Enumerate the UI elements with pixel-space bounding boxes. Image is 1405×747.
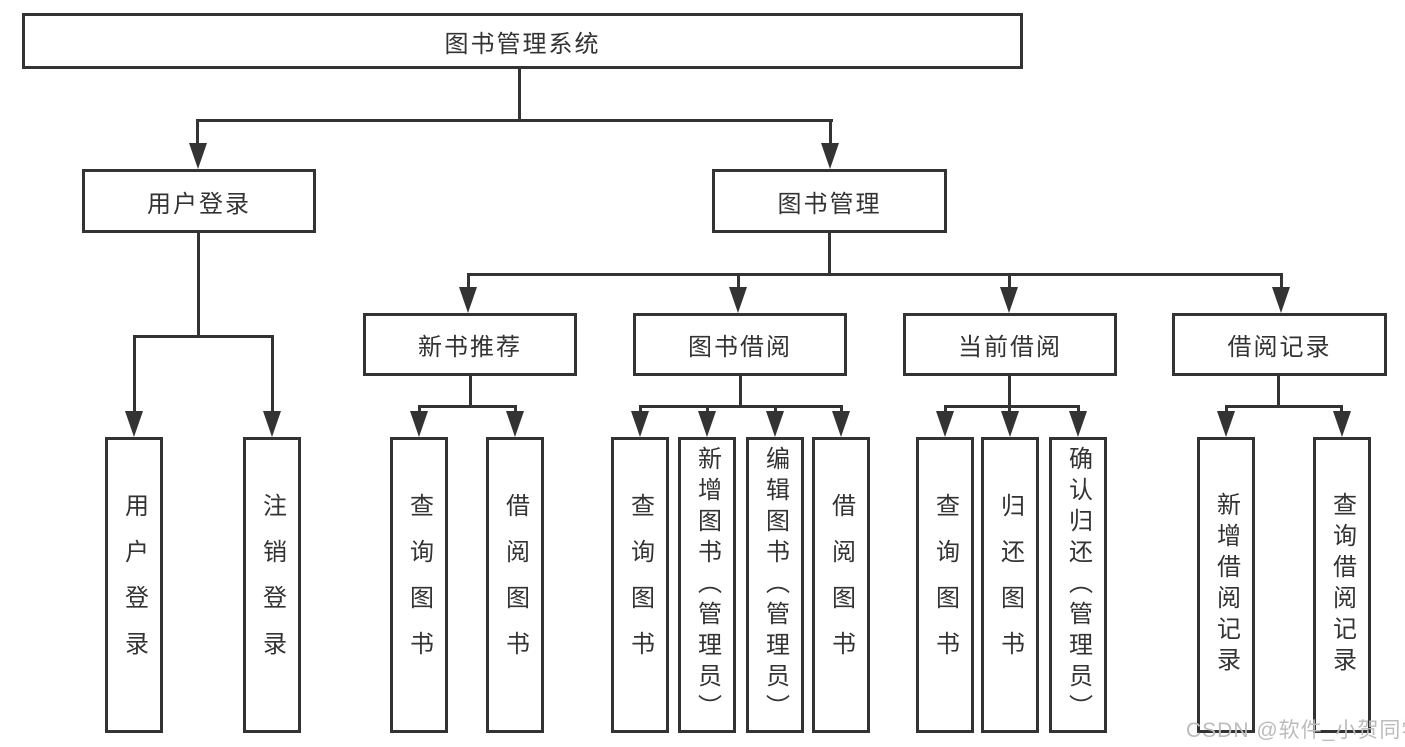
- node-label: 新增借阅记录: [1212, 492, 1240, 678]
- connector-bookborrow-rail: [639, 405, 843, 408]
- node-label: 用户登录: [147, 190, 251, 218]
- node-label: 查询图书: [626, 493, 654, 677]
- node-label: 确认归还（管理员）: [1064, 445, 1092, 725]
- node-leaf-borrow-add-admin: 新增图书（管理员）: [678, 437, 736, 733]
- node-current-borrow: 当前借阅: [903, 313, 1117, 376]
- node-label: 当前借阅: [958, 334, 1062, 361]
- node-label: 归还图书: [996, 493, 1024, 677]
- connector-borrowrecord-rail: [1225, 405, 1343, 408]
- node-label: 图书管理系统: [444, 30, 601, 58]
- connector-stem: [1280, 273, 1283, 290]
- connector-stem: [1008, 273, 1011, 290]
- connector-bookmgmt-rail: [467, 273, 1283, 276]
- node-label: 借阅图书: [501, 493, 529, 677]
- connector-stem: [196, 119, 199, 147]
- arrowhead-icon: [189, 143, 207, 169]
- node-label: 图书借阅: [688, 334, 792, 361]
- arrowhead-icon: [125, 411, 143, 437]
- node-book-management: 图书管理: [712, 169, 947, 233]
- arrowhead-icon: [821, 143, 839, 169]
- node-label: 新书推荐: [418, 334, 522, 361]
- connector-stem: [774, 405, 777, 414]
- csdn-watermark: CSDN @软件_小贺同学: [1186, 719, 1405, 742]
- connector-stem: [737, 273, 740, 290]
- arrowhead-icon: [698, 411, 716, 437]
- arrowhead-icon: [506, 411, 524, 437]
- connector-stem: [1077, 405, 1080, 414]
- node-leaf-current-query: 查询图书: [916, 437, 974, 733]
- connector-borrowrecord-stem: [1277, 376, 1280, 405]
- node-leaf-borrow-book: 借阅图书: [812, 437, 870, 733]
- connector-stem: [514, 405, 517, 414]
- arrowhead-icon: [832, 411, 850, 437]
- connector-root-stem: [518, 69, 521, 119]
- node-leaf-record-add: 新增借阅记录: [1197, 437, 1255, 733]
- node-leaf-current-confirm-admin: 确认归还（管理员）: [1049, 437, 1107, 733]
- node-leaf-user-login: 用户登录: [105, 437, 163, 733]
- arrowhead-icon: [1001, 411, 1019, 437]
- node-label: 用户登录: [120, 493, 148, 677]
- connector-stem: [639, 405, 642, 414]
- arrowhead-icon: [729, 287, 747, 313]
- connector-stem: [840, 405, 843, 414]
- node-label: 图书管理: [777, 190, 882, 218]
- connector-userlogin-stem: [197, 233, 200, 335]
- node-label: 借阅图书: [827, 493, 855, 677]
- node-leaf-current-return: 归还图书: [981, 437, 1039, 733]
- connector-stem: [467, 273, 470, 290]
- node-label: 编辑图书（管理员）: [761, 445, 789, 725]
- connector-bookmgmt-stem: [828, 233, 831, 273]
- node-new-book-recommend: 新书推荐: [363, 313, 577, 376]
- node-leaf-newbook-query: 查询图书: [390, 437, 448, 733]
- connector-stem: [133, 335, 136, 413]
- node-leaf-borrow-edit-admin: 编辑图书（管理员）: [746, 437, 804, 733]
- connector-bookborrow-stem: [739, 376, 742, 405]
- node-label: 查询借阅记录: [1328, 492, 1356, 678]
- node-library-management-system: 图书管理系统: [22, 13, 1023, 69]
- arrowhead-icon: [263, 411, 281, 437]
- node-label: 查询图书: [931, 493, 959, 677]
- node-label: 新增图书（管理员）: [693, 445, 721, 725]
- arrowhead-icon: [410, 411, 428, 437]
- arrowhead-icon: [631, 411, 649, 437]
- connector-newbook-rail: [418, 405, 517, 408]
- node-user-login-group: 用户登录: [82, 169, 316, 233]
- node-leaf-borrow-query: 查询图书: [611, 437, 669, 733]
- connector-currentborrow-rail: [944, 405, 1080, 408]
- arrowhead-icon: [1272, 287, 1290, 313]
- node-label: 注销登录: [258, 493, 286, 677]
- connector-stem: [418, 405, 421, 414]
- connector-stem: [271, 335, 274, 413]
- node-leaf-record-query: 查询借阅记录: [1313, 437, 1371, 733]
- connector-currentborrow-stem: [1008, 376, 1011, 405]
- connector-stem: [944, 405, 947, 414]
- arrowhead-icon: [766, 411, 784, 437]
- node-leaf-logout: 注销登录: [243, 437, 301, 733]
- node-label: 查询图书: [405, 493, 433, 677]
- node-leaf-newbook-borrow: 借阅图书: [486, 437, 544, 733]
- connector-newbook-stem: [469, 376, 472, 405]
- connector-stem: [706, 405, 709, 414]
- arrowhead-icon: [1333, 411, 1351, 437]
- connector-stem: [1225, 405, 1228, 414]
- arrowhead-icon: [936, 411, 954, 437]
- connector-userlogin-rail: [133, 335, 274, 338]
- node-book-borrow: 图书借阅: [633, 313, 847, 376]
- arrowhead-icon: [1000, 287, 1018, 313]
- arrowhead-icon: [1217, 411, 1235, 437]
- arrowhead-icon: [1069, 411, 1087, 437]
- node-label: 借阅记录: [1227, 334, 1332, 361]
- connector-stem: [1008, 405, 1011, 414]
- connector-stem: [1340, 405, 1343, 414]
- node-borrow-record: 借阅记录: [1172, 313, 1387, 376]
- arrowhead-icon: [459, 287, 477, 313]
- connector-stem: [829, 119, 832, 147]
- connector-root-rail: [196, 119, 833, 122]
